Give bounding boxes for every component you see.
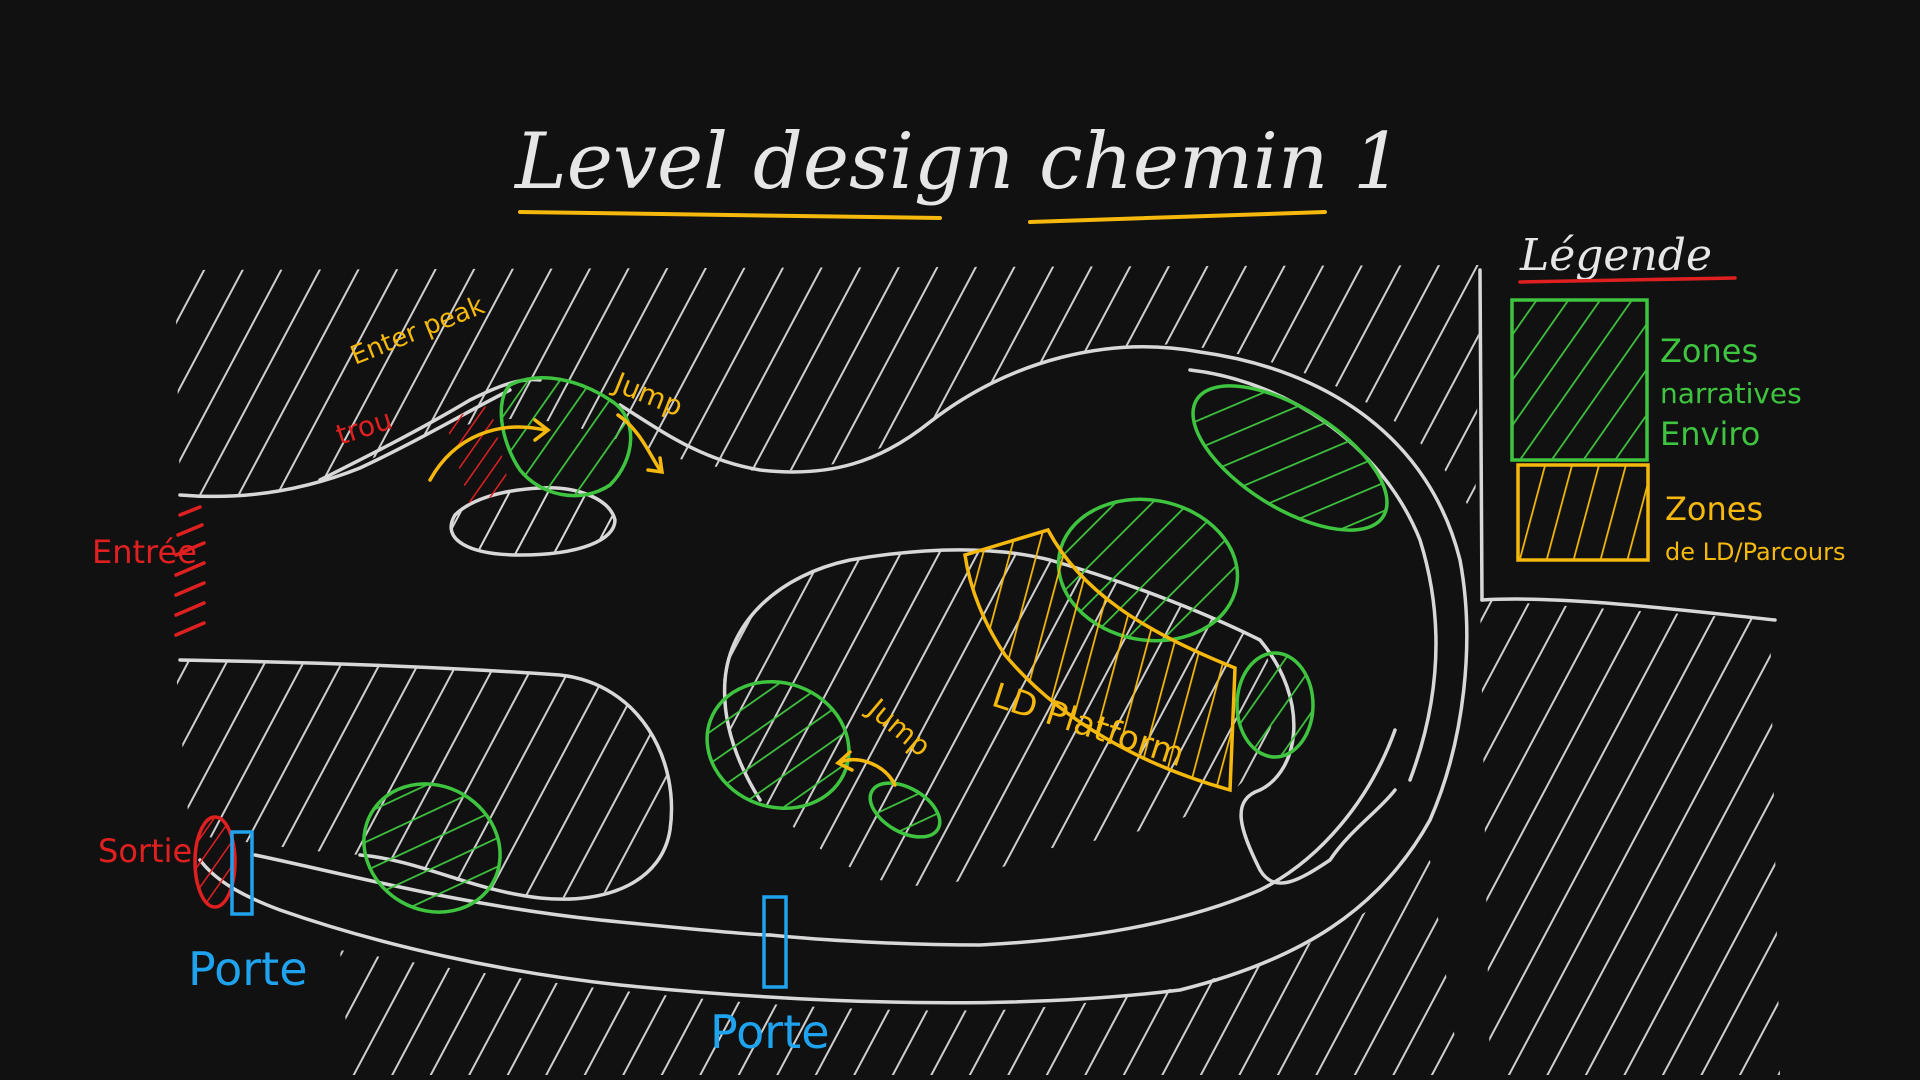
zone-narrative-top-left (499, 376, 633, 498)
page-title: Level design chemin 1 (513, 117, 1403, 207)
zone-narrative-mid-left (705, 679, 851, 811)
entrance-marker (174, 505, 206, 637)
arrow-jump-mid (838, 758, 897, 787)
rock-bottom (340, 860, 1460, 1075)
door-left (230, 830, 254, 916)
zone-narrative-lower-left (362, 782, 502, 914)
exit-marker (193, 815, 237, 909)
legend: Légende Zones narratives Enviro Zones de… (1510, 230, 1845, 566)
label-porte-bottom: Porte (710, 1005, 830, 1059)
title-underline-2 (1028, 210, 1327, 224)
label-porte-left: Porte (188, 942, 308, 996)
door-bottom (762, 895, 788, 989)
rock-small-pocket (451, 487, 615, 555)
legend-narrative-line3: Enviro (1660, 415, 1760, 453)
legend-narrative-line1: Zones (1660, 332, 1758, 370)
legend-narrative-line2: narratives (1660, 377, 1802, 410)
rock-right (1480, 600, 1780, 1075)
legend-swatch-narrative (1510, 298, 1649, 462)
legend-title-underline (1518, 276, 1737, 284)
zone-narrative-top-right (1191, 384, 1389, 532)
zone-narrative-jump-landing (868, 781, 942, 839)
zone-narrative-right-small (1235, 651, 1315, 759)
rock-lower-left (175, 660, 672, 898)
title-underline-1 (518, 210, 942, 220)
legend-ld-line1: Zones (1665, 490, 1763, 528)
label-sortie: Sortie (98, 832, 192, 870)
legend-title: Légende (1519, 230, 1712, 281)
label-entree: Entrée (92, 533, 197, 571)
arrow-jump-top (616, 413, 662, 472)
arrow-enter-peak (428, 425, 547, 482)
legend-swatch-ld (1516, 463, 1650, 562)
zone-ld-platform (963, 527, 1237, 793)
rock-top (175, 265, 1480, 520)
legend-ld-line2: de LD/Parcours (1665, 538, 1845, 566)
